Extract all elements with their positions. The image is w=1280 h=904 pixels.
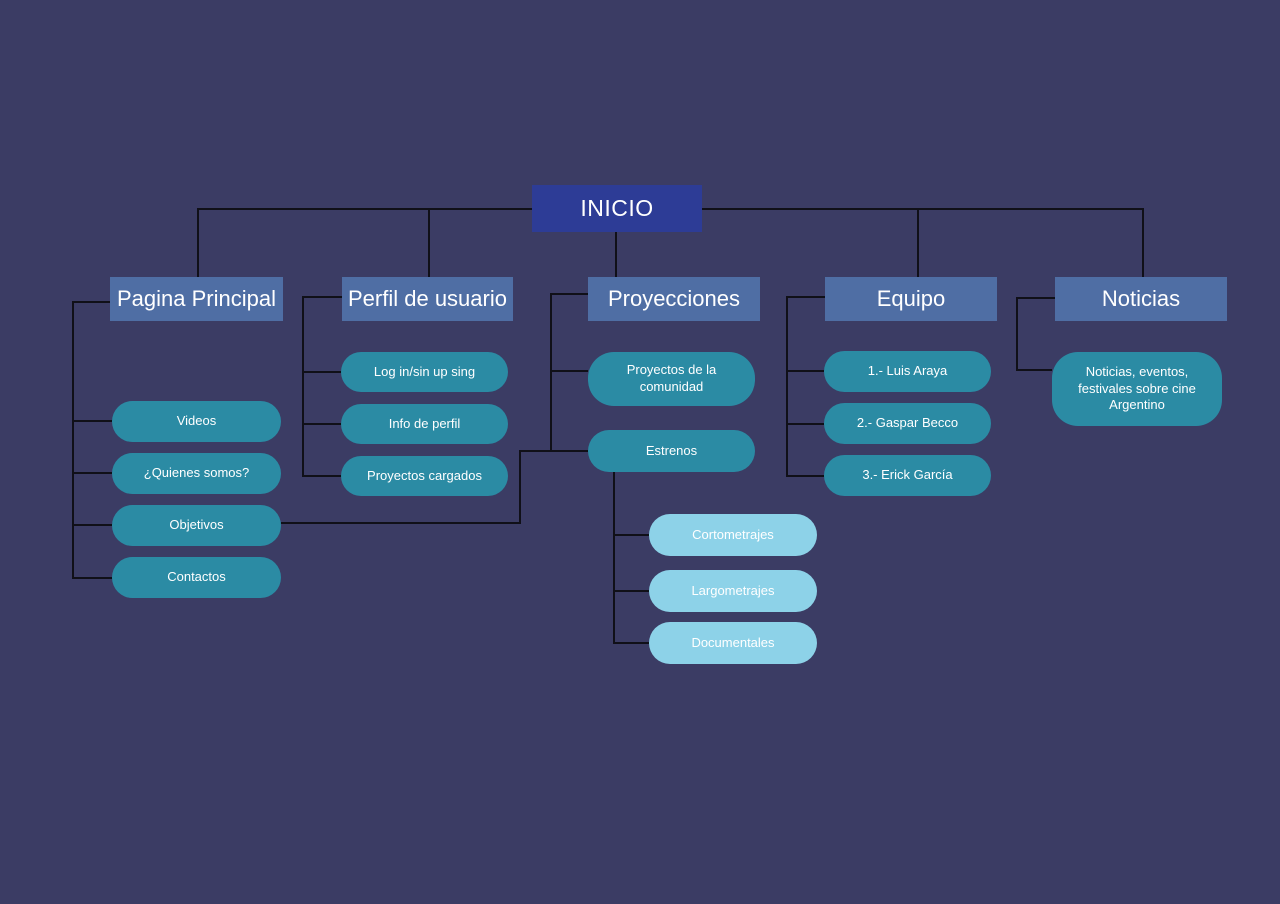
node-equipo: Equipo — [825, 277, 997, 321]
connector-stub-proyectos-cargados — [302, 475, 342, 477]
node-proyecciones: Proyecciones — [588, 277, 760, 321]
node-videos: Videos — [112, 401, 281, 442]
node-pagina-principal: Pagina Principal — [110, 277, 283, 321]
connector-cross-objetivos-vertical — [519, 450, 521, 524]
connector-stub-proyectos-comunidad — [550, 370, 588, 372]
connector-drop-proyecciones — [615, 232, 617, 277]
connector-stub-proyecciones-header — [550, 293, 588, 295]
node-contactos: Contactos — [112, 557, 281, 598]
connector-stub-quienes-somos — [72, 472, 112, 474]
connector-stub-videos — [72, 420, 112, 422]
connector-drop-pagina-principal — [197, 208, 199, 277]
connector-bracket-equipo — [786, 296, 788, 477]
node-quienes-somos: ¿Quienes somos? — [112, 453, 281, 494]
node-noticias-eventos-festivales: Noticias, eventos, festivales sobre cine… — [1052, 352, 1222, 426]
node-objetivos: Objetivos — [112, 505, 281, 546]
connector-stub-gaspar-becco — [786, 423, 824, 425]
connector-stub-noticias-child — [1016, 369, 1052, 371]
connector-bracket-pagina — [72, 301, 74, 579]
connector-bracket-perfil — [302, 296, 304, 477]
connector-stub-pagina-header — [72, 301, 110, 303]
node-largometrajes: Largometrajes — [649, 570, 817, 612]
connector-stub-equipo-header — [786, 296, 825, 298]
connector-drop-perfil-usuario — [428, 208, 430, 277]
connector-stub-largometrajes — [613, 590, 649, 592]
connector-stub-estrenos — [519, 450, 588, 452]
connector-stub-luis-araya — [786, 370, 824, 372]
connector-stub-info-perfil — [302, 423, 342, 425]
node-log-in-sign-up: Log in/sin up sing — [341, 352, 508, 392]
connector-bracket-noticias — [1016, 297, 1018, 371]
node-documentales: Documentales — [649, 622, 817, 664]
connector-cross-objetivos-horizontal — [281, 522, 521, 524]
node-estrenos: Estrenos — [588, 430, 755, 472]
node-perfil-de-usuario: Perfil de usuario — [342, 277, 513, 321]
node-inicio: INICIO — [532, 185, 702, 232]
node-cortometrajes: Cortometrajes — [649, 514, 817, 556]
connector-stub-erick-garcia — [786, 475, 824, 477]
connector-stub-login — [302, 371, 342, 373]
connector-stub-cortometrajes — [613, 534, 649, 536]
node-proyectos-cargados: Proyectos cargados — [341, 456, 508, 496]
connector-stub-noticias-header — [1016, 297, 1055, 299]
connector-bracket-proyecciones — [550, 293, 552, 452]
connector-bracket-estrenos — [613, 472, 615, 644]
connector-stub-contactos — [72, 577, 112, 579]
connector-stub-perfil-header — [302, 296, 342, 298]
connector-stub-documentales — [613, 642, 649, 644]
node-noticias: Noticias — [1055, 277, 1227, 321]
node-proyectos-de-la-comunidad: Proyectos de la comunidad — [588, 352, 755, 406]
connector-drop-equipo — [917, 208, 919, 277]
node-luis-araya: 1.- Luis Araya — [824, 351, 991, 392]
node-erick-garcia: 3.- Erick García — [824, 455, 991, 496]
node-gaspar-becco: 2.- Gaspar Becco — [824, 403, 991, 444]
connector-stub-objetivos — [72, 524, 112, 526]
node-info-de-perfil: Info de perfil — [341, 404, 508, 444]
connector-drop-noticias — [1142, 208, 1144, 277]
